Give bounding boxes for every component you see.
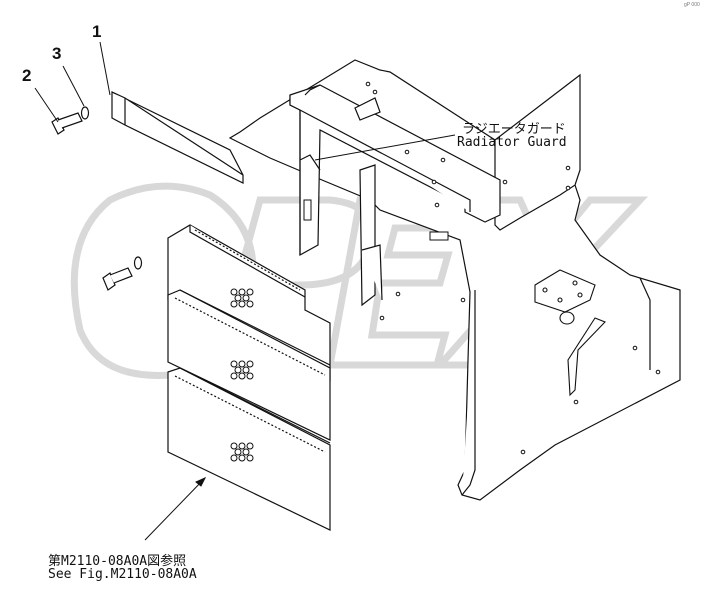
callout-label-jp: ラジエータガード [462, 122, 566, 137]
mount-bracket [534, 269, 606, 397]
bolt-part-2 [51, 112, 83, 135]
leader-lines [34, 41, 456, 541]
reference-label-jp: 第M2110-08A0A図参照 [48, 554, 187, 569]
cover-plate-part-1 [111, 91, 244, 184]
callout-label-en: Radiator Guard [457, 135, 567, 150]
vent-holes [230, 288, 254, 462]
panel-holes [303, 81, 661, 455]
part-number-2: 2 [22, 66, 32, 85]
reference-label-en: See Fig.M2110-08A0A [48, 567, 197, 582]
frame-side-panel [228, 59, 681, 501]
corner-code: gP 000 [684, 2, 700, 8]
lower-bolt [102, 256, 143, 291]
part-number-3: 3 [52, 44, 62, 63]
part-number-1: 1 [92, 22, 102, 41]
radiator-guard-frame [289, 84, 501, 307]
washer-part-3 [80, 106, 90, 120]
